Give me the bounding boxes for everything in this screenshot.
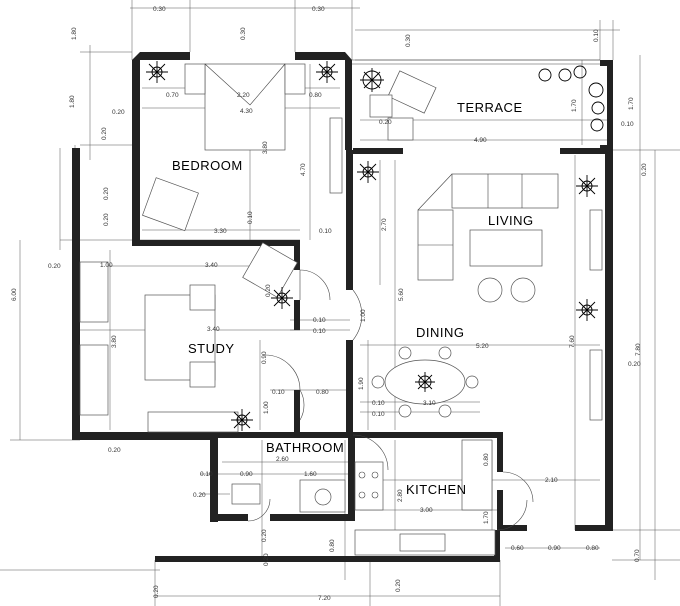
dim-label: 0.60 <box>511 545 524 552</box>
dim-label: 0.10 <box>200 471 213 478</box>
doors <box>247 269 534 531</box>
room-label-bedroom: BEDROOM <box>172 158 243 173</box>
dim-label: 0.30 <box>312 6 325 13</box>
dim-label: 0.90 <box>261 351 268 364</box>
dim-label: 0.30 <box>405 34 412 47</box>
dim-label: 3.40 <box>207 326 220 333</box>
dim-label: 0.10 <box>319 228 332 235</box>
dim-label: 0.30 <box>240 27 247 40</box>
dim-label: 1.00 <box>100 262 113 269</box>
dim-label: 0.90 <box>240 471 253 478</box>
room-label-kitchen: KITCHEN <box>406 482 467 497</box>
dim-label: 0.20 <box>153 585 160 598</box>
dim-label: 0.20 <box>48 263 61 270</box>
room-label-study: STUDY <box>188 341 235 356</box>
dim-label: 1.80 <box>71 27 78 40</box>
dim-label: 0.80 <box>483 453 490 466</box>
dim-label: 5.20 <box>476 343 489 350</box>
dim-label: 1.80 <box>69 95 76 108</box>
dim-label: 0.10 <box>372 411 385 418</box>
dim-label: 1.70 <box>483 511 490 524</box>
dim-label: 0.80 <box>329 539 336 552</box>
dim-label: 0.70 <box>166 92 179 99</box>
dim-label: 0.80 <box>309 92 322 99</box>
dim-label: 7.20 <box>318 595 331 602</box>
room-label-living: LIVING <box>488 213 534 228</box>
dim-label: 0.90 <box>548 545 561 552</box>
dim-label: 0.20 <box>379 119 392 126</box>
dim-label: 0.10 <box>272 389 285 396</box>
dim-label: 2.60 <box>276 456 289 463</box>
dim-label: 1.90 <box>358 377 365 390</box>
dim-label: 6.00 <box>11 288 18 301</box>
dim-label: 0.10 <box>372 400 385 407</box>
furniture <box>79 63 603 556</box>
dim-label: 2.20 <box>237 92 250 99</box>
dim-label: 4.30 <box>240 108 253 115</box>
dim-label: 0.20 <box>265 284 272 297</box>
dim-label: 0.20 <box>103 213 110 226</box>
dim-label: 2.80 <box>397 489 404 502</box>
dim-label: 0.20 <box>628 361 641 368</box>
dim-label: 0.10 <box>313 328 326 335</box>
dim-label: 0.20 <box>112 109 125 116</box>
dim-label: 0.10 <box>313 317 326 324</box>
dim-label: 3.80 <box>262 141 269 154</box>
dim-label: 0.20 <box>263 553 270 566</box>
room-labels: TERRACE BEDROOM LIVING DINING STUDY BATH… <box>172 100 534 497</box>
dim-label: 3.30 <box>214 228 227 235</box>
room-label-dining: DINING <box>416 325 465 340</box>
dimension-labels: 0.30 0.30 0.10 0.30 0.30 1.80 1.80 0.20 … <box>11 6 648 602</box>
dim-label: 0.20 <box>103 187 110 200</box>
dim-label: 0.20 <box>261 529 268 542</box>
room-label-terrace: TERRACE <box>457 100 523 115</box>
dim-label: 0.80 <box>586 545 599 552</box>
dim-label: 0.20 <box>641 163 648 176</box>
dim-label: 4.70 <box>300 163 307 176</box>
dim-label: 2.10 <box>545 477 558 484</box>
dim-label: 4.90 <box>474 137 487 144</box>
dim-label: 0.20 <box>193 492 206 499</box>
dim-label: 0.10 <box>593 29 600 42</box>
dim-label: 1.60 <box>304 471 317 478</box>
room-label-bathroom: BATHROOM <box>266 440 344 455</box>
dim-label: 0.20 <box>395 579 402 592</box>
dim-label: 3.40 <box>205 262 218 269</box>
dim-label: 5.60 <box>398 288 405 301</box>
dim-label: 3.00 <box>420 507 433 514</box>
dim-label: 2.70 <box>381 218 388 231</box>
dim-label: 0.10 <box>247 211 254 224</box>
dim-label: 1.00 <box>360 309 367 322</box>
dim-label: 7.60 <box>569 335 576 348</box>
dim-label: 1.70 <box>571 99 578 112</box>
dim-label: 7.80 <box>635 343 642 356</box>
dim-label: 0.20 <box>101 127 108 140</box>
walls <box>72 52 613 562</box>
dim-label: 1.00 <box>263 401 270 414</box>
dim-label: 1.70 <box>628 97 635 110</box>
dim-label: 0.30 <box>153 6 166 13</box>
dim-label: 0.80 <box>316 389 329 396</box>
dim-label: 3.80 <box>111 335 118 348</box>
dim-label: 0.10 <box>621 121 634 128</box>
dim-label: 3.10 <box>423 400 436 407</box>
dim-label: 0.20 <box>108 447 121 454</box>
dim-label: 0.70 <box>634 549 641 562</box>
plants <box>146 61 605 431</box>
